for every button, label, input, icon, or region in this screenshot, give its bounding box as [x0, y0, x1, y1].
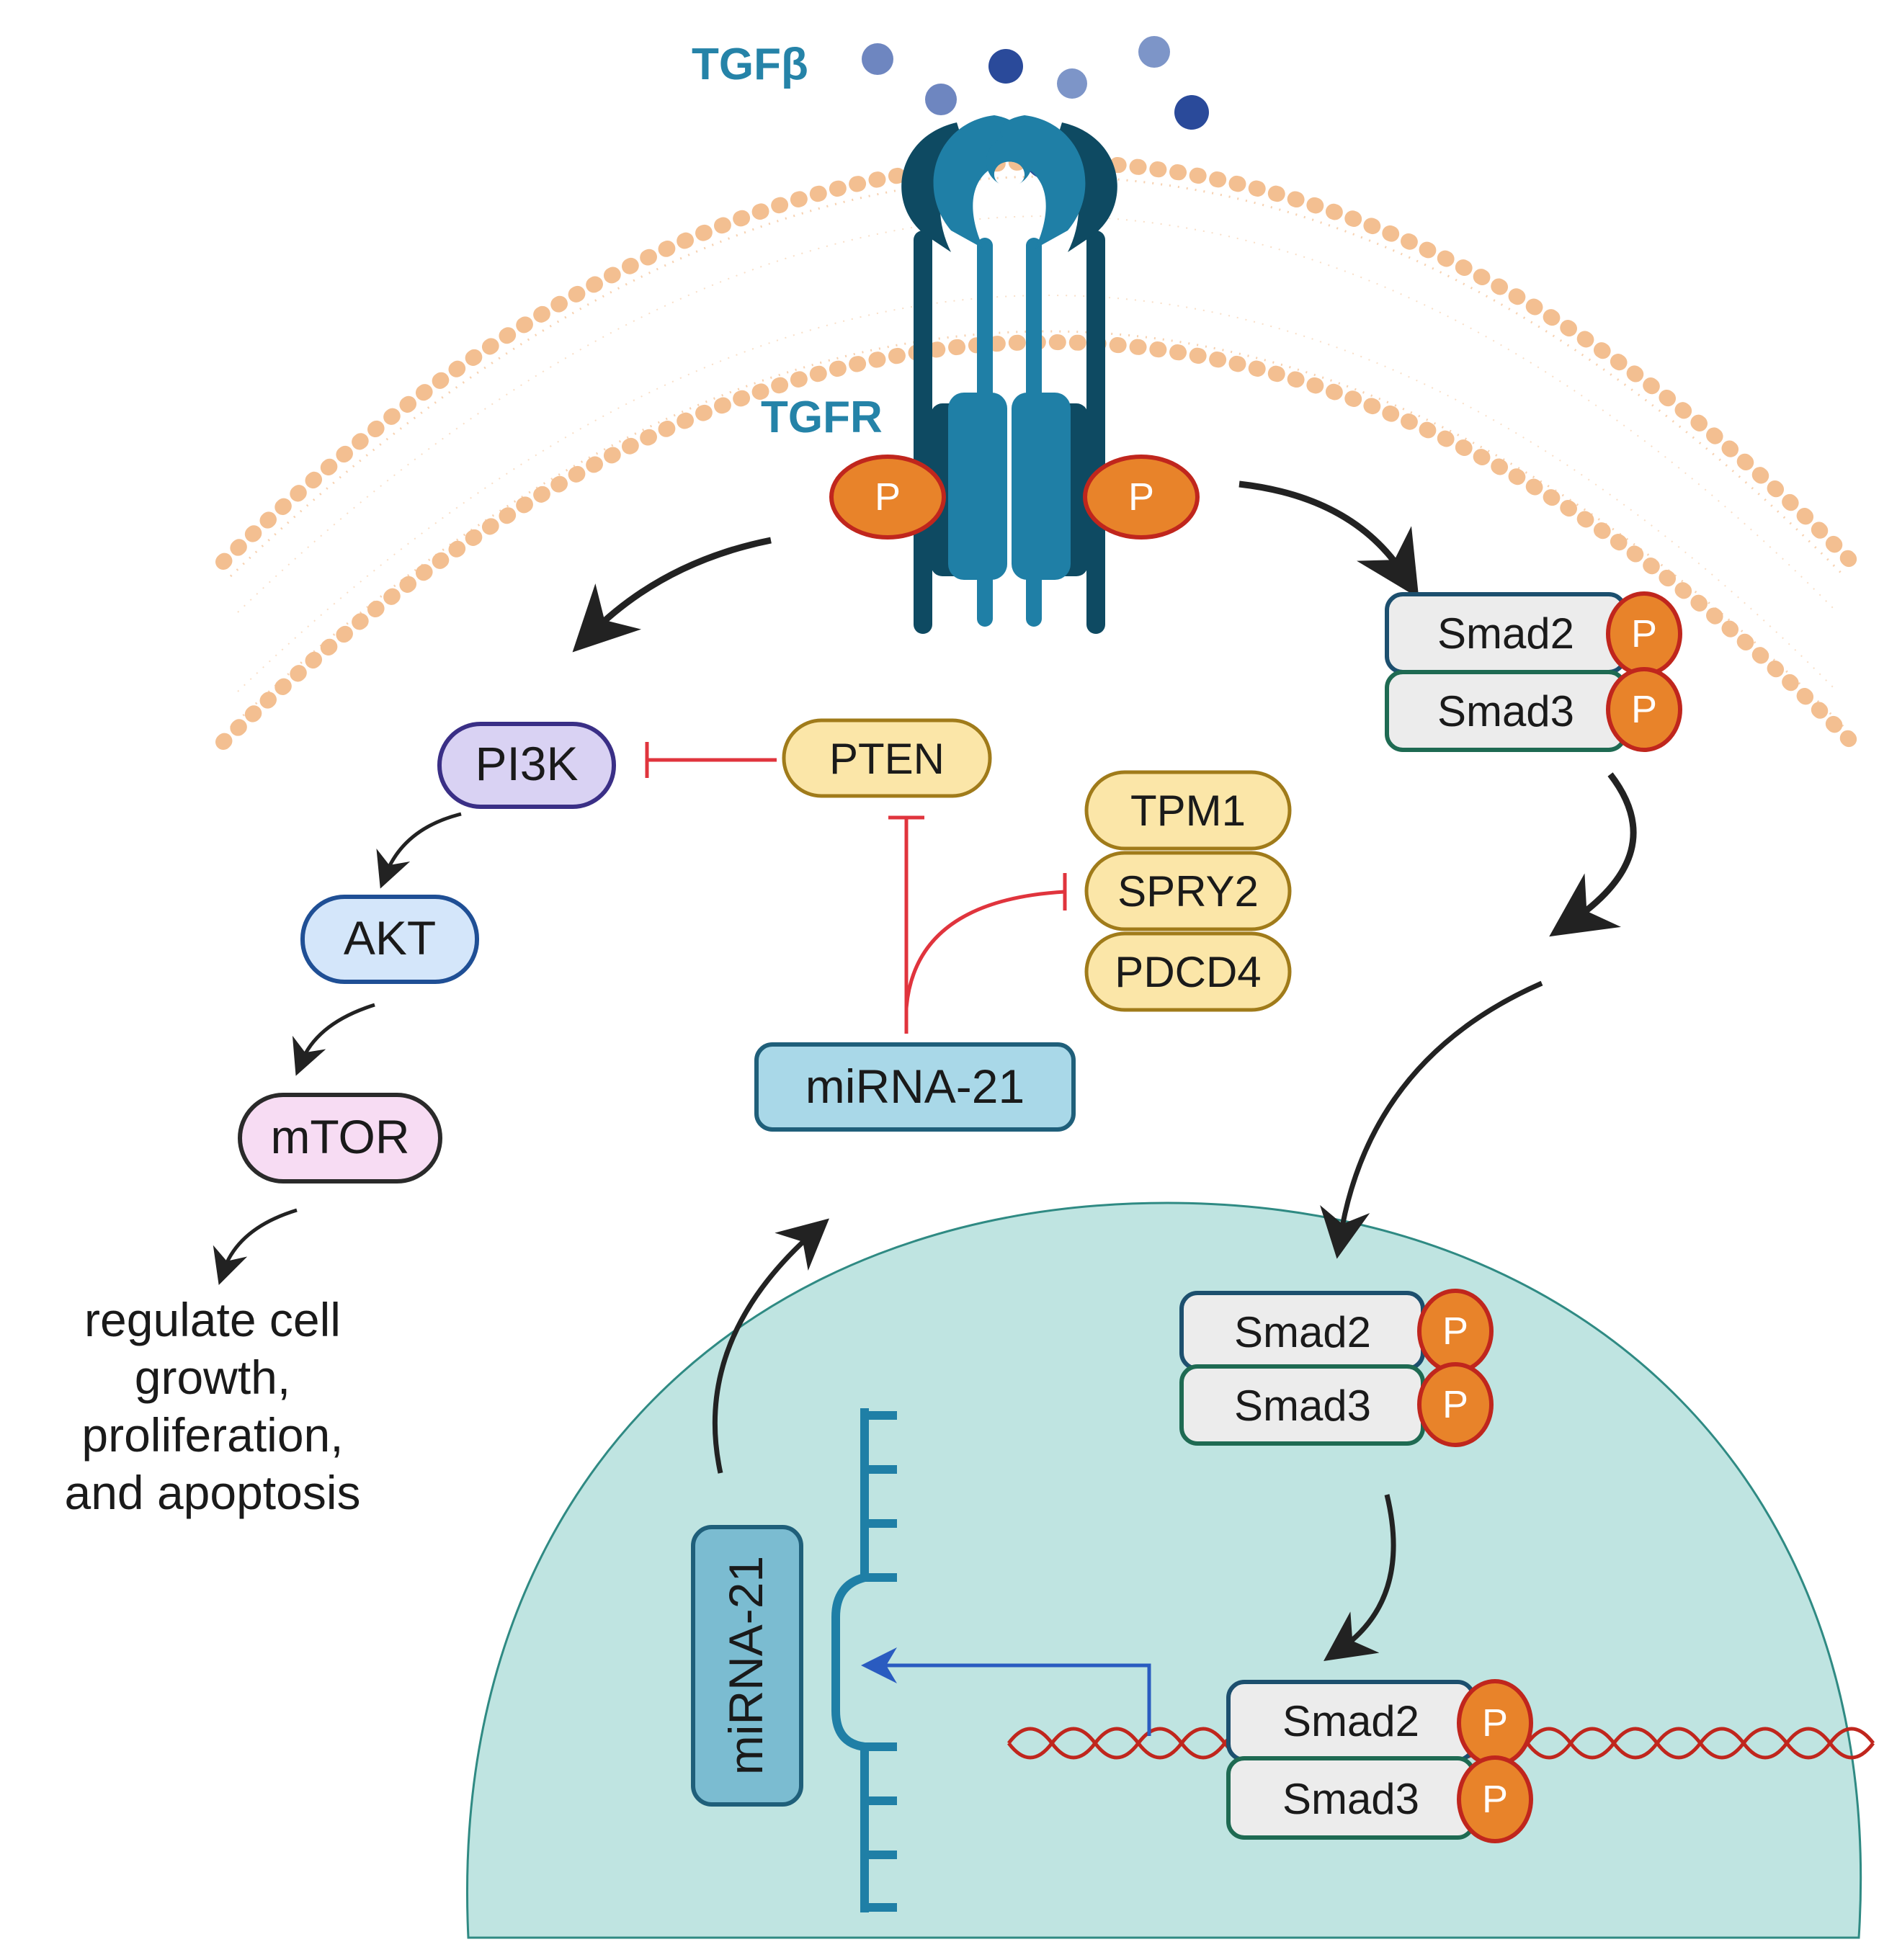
- arrow-mirna-export: [712, 1218, 829, 1474]
- mtor-node: mTOR: [238, 1093, 442, 1183]
- svg-text:P: P: [1128, 475, 1154, 519]
- svg-text:P: P: [1482, 1701, 1508, 1745]
- svg-text:Smad2: Smad2: [1234, 1308, 1371, 1356]
- arrow-smad-to-dna: [1324, 1494, 1396, 1662]
- mirna21-cytoplasm-node: miRNA-21: [754, 1042, 1076, 1132]
- akt-node: AKT: [300, 895, 479, 984]
- mirna21-gene-node: miRNA-21: [691, 1525, 803, 1807]
- svg-text:AKT: AKT: [344, 911, 436, 965]
- svg-text:P: P: [1631, 688, 1657, 731]
- svg-text:PI3K: PI3K: [475, 737, 578, 790]
- pi3k-node: PI3K: [437, 722, 616, 809]
- svg-text:proliferation,: proliferation,: [81, 1408, 343, 1462]
- pten-node: PTEN: [782, 718, 992, 798]
- arrow-pi3k-to-akt: [376, 812, 462, 889]
- svg-text:Smad2: Smad2: [1282, 1697, 1419, 1745]
- svg-text:growth,: growth,: [135, 1351, 290, 1404]
- transcription-arrow: [861, 1647, 1151, 1736]
- svg-text:PTEN: PTEN: [829, 735, 945, 783]
- smad-complex-on-dna: Smad2 Smad3 P P: [1226, 1679, 1533, 1843]
- svg-text:P: P: [1631, 612, 1657, 655]
- arrow-smad-down-1: [1549, 772, 1637, 937]
- target-tpm1: TPM1: [1084, 770, 1292, 851]
- arrow-receptor-to-pi3k: [572, 537, 772, 653]
- tgfb-label: TGFβ: [692, 40, 808, 89]
- svg-text:Smad3: Smad3: [1437, 687, 1574, 735]
- mirna21-gene-locus: [831, 1408, 897, 1912]
- arrow-receptor-to-smad: [1238, 480, 1419, 599]
- tgfr-label: TGFR: [761, 393, 883, 442]
- svg-text:P: P: [875, 475, 901, 519]
- receptor-phospho-right: P: [1083, 455, 1200, 540]
- smad-complex-cytoplasm: Smad2 Smad3 P P: [1385, 591, 1682, 752]
- svg-text:Smad2: Smad2: [1437, 609, 1574, 658]
- svg-text:Smad3: Smad3: [1234, 1382, 1371, 1430]
- cell-membrane: [215, 154, 1860, 750]
- arrow-mtor-to-outcome: [213, 1208, 298, 1285]
- arrow-smad-into-nucleus: [1320, 980, 1543, 1259]
- svg-text:miRNA-21: miRNA-21: [805, 1060, 1025, 1113]
- svg-text:mTOR: mTOR: [270, 1110, 409, 1163]
- svg-text:regulate cell: regulate cell: [84, 1293, 341, 1346]
- receptor-phospho-left: P: [829, 455, 946, 540]
- smad-complex-nucleus: Smad2 Smad3 P P: [1179, 1289, 1494, 1447]
- svg-text:Smad3: Smad3: [1282, 1775, 1419, 1823]
- tgf-receptor: [901, 115, 1117, 634]
- svg-text:PDCD4: PDCD4: [1115, 948, 1261, 996]
- svg-text:TPM1: TPM1: [1130, 787, 1246, 835]
- target-pdcd4: PDCD4: [1084, 931, 1292, 1012]
- svg-text:miRNA-21: miRNA-21: [719, 1556, 772, 1775]
- svg-text:P: P: [1442, 1383, 1468, 1426]
- inhibit-mirna-to-targets: [904, 873, 1067, 1009]
- cell-outcome-text: regulate cell growth, proliferation, and…: [65, 1293, 361, 1519]
- svg-text:P: P: [1442, 1310, 1468, 1353]
- svg-text:P: P: [1482, 1778, 1508, 1821]
- nucleus: [466, 1201, 1862, 1939]
- arrow-akt-to-mtor: [292, 1003, 375, 1076]
- svg-text:and apoptosis: and apoptosis: [65, 1466, 361, 1519]
- inhibit-pten-to-pi3k: [645, 742, 777, 778]
- target-spry2: SPRY2: [1084, 851, 1292, 931]
- svg-text:SPRY2: SPRY2: [1117, 867, 1259, 916]
